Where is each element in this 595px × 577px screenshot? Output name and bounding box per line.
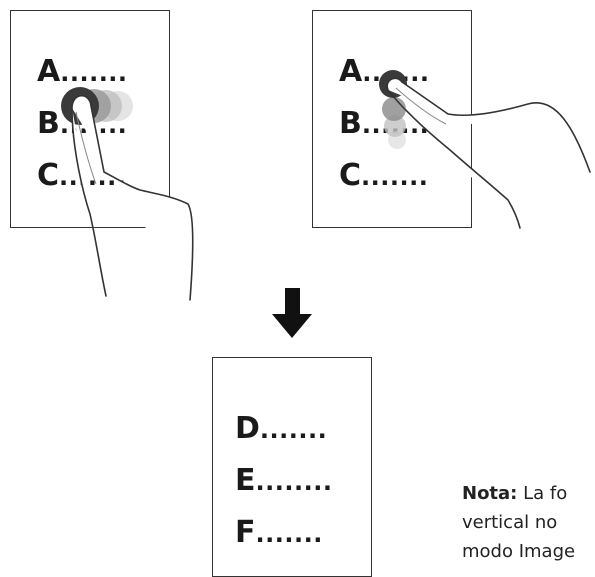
row-letter: C xyxy=(37,158,60,193)
list-row-c: C....... xyxy=(339,161,428,191)
list-row-e: E........ xyxy=(235,466,332,496)
row-letter: A xyxy=(37,54,61,89)
list-row-d: D....... xyxy=(235,414,327,444)
row-dots: ....... xyxy=(59,163,127,191)
row-dots: ....... xyxy=(362,59,430,87)
note-line-3: modo Image xyxy=(462,541,576,562)
list-row-b: B....... xyxy=(339,109,429,139)
row-dots: ....... xyxy=(59,111,128,139)
row-letter: B xyxy=(37,106,60,141)
row-letter: D xyxy=(235,411,260,446)
row-letter: B xyxy=(339,106,362,141)
row-letter: E xyxy=(235,463,256,498)
row-dots: ........ xyxy=(255,468,333,496)
page-panel-before-horizontal-swipe: A....... B....... C....... xyxy=(10,10,170,228)
page-panel-result: D....... E........ F....... xyxy=(212,357,372,577)
row-dots: ....... xyxy=(60,59,128,87)
note-text: Nota: La fo vertical no modo Image xyxy=(462,479,595,570)
list-row-a: A....... xyxy=(339,57,430,87)
row-dots: ....... xyxy=(361,163,429,191)
row-letter: C xyxy=(339,158,362,193)
list-row-c: C....... xyxy=(37,161,126,191)
row-letter: A xyxy=(339,54,363,89)
list-row-f: F....... xyxy=(235,518,323,548)
row-dots: ....... xyxy=(361,111,430,139)
list-row-b: B....... xyxy=(37,109,127,139)
page-panel-before-vertical-swipe: A....... B....... C....... xyxy=(312,10,472,228)
note-label: Nota: xyxy=(462,483,518,504)
row-dots: ....... xyxy=(259,416,328,444)
note-line-2: vertical no xyxy=(462,512,558,533)
list-row-a: A....... xyxy=(37,57,128,87)
arrow-down-icon xyxy=(272,288,312,338)
row-letter: F xyxy=(235,515,256,550)
row-dots: ....... xyxy=(255,520,323,548)
note-line-1: La fo xyxy=(523,483,568,504)
